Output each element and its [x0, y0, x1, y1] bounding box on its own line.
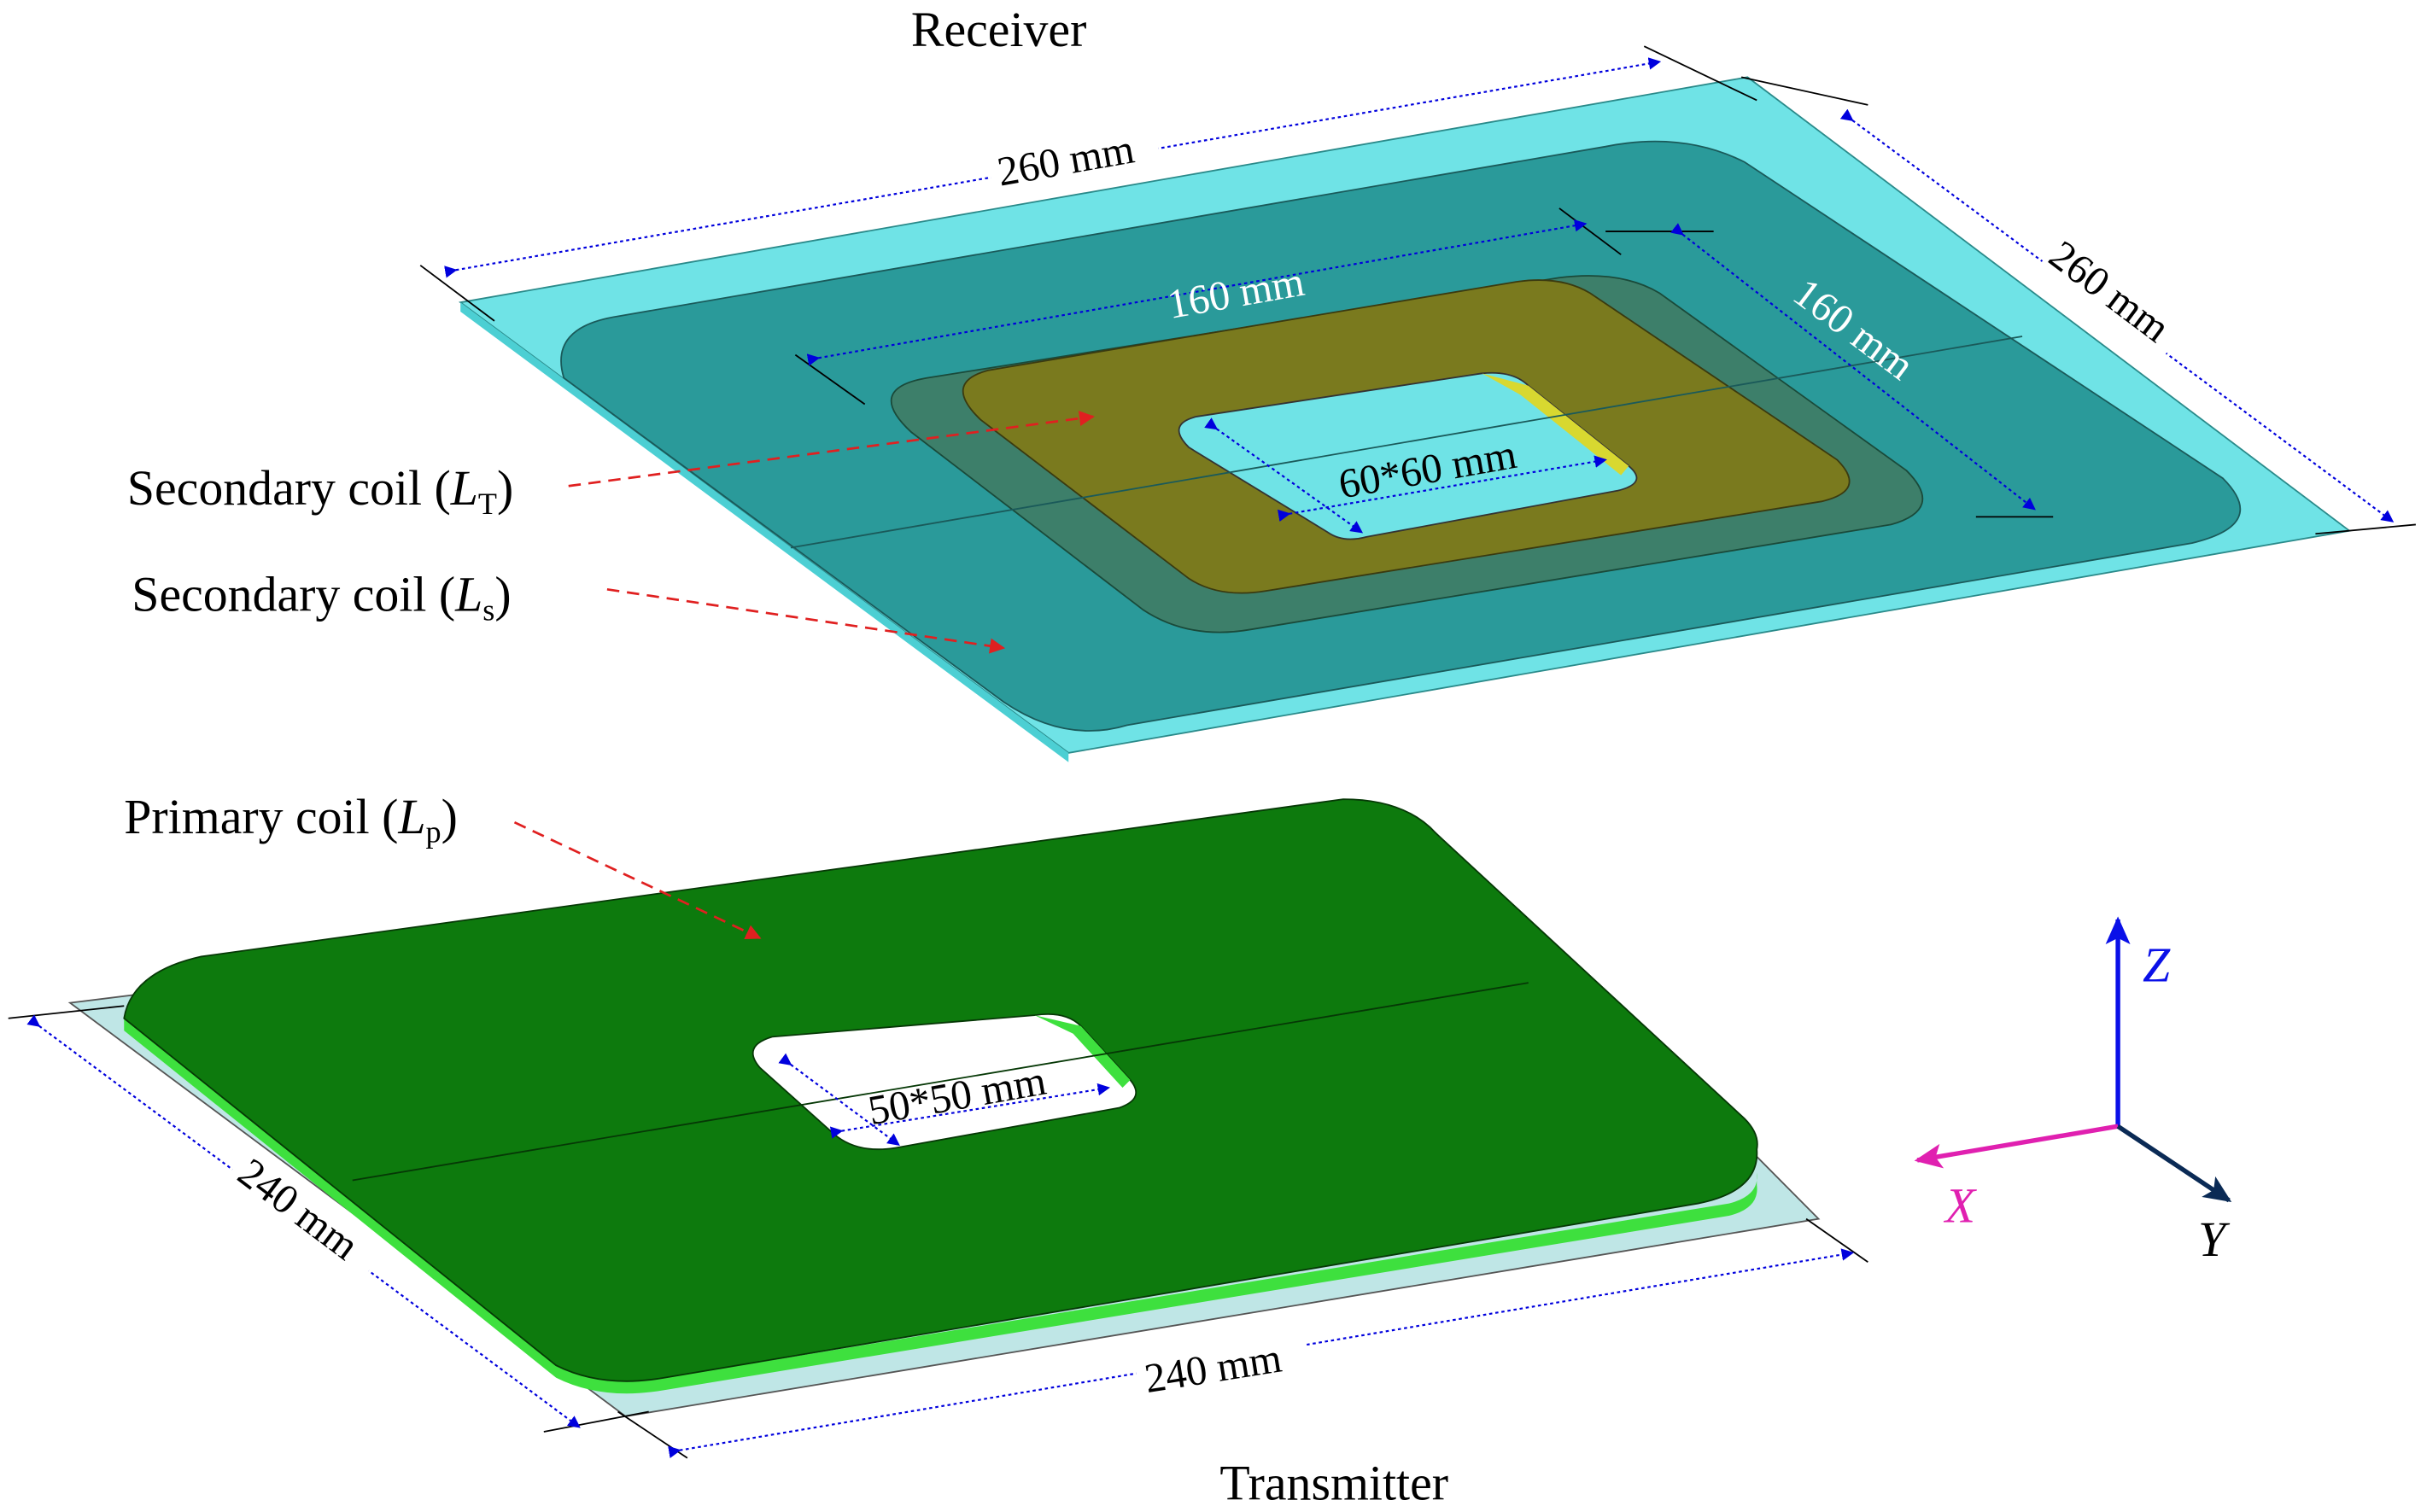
coordinate-axes: Z X Y: [1914, 916, 2232, 1267]
receiver-plate-side: [460, 302, 1069, 762]
label-primary-coil-lp: Primary coil (Lp): [124, 789, 458, 849]
transmitter-title: Transmitter: [1219, 1456, 1448, 1511]
label-secondary-coil-lt: Secondary coil (LT): [127, 460, 513, 521]
leader-lines: [513, 411, 1095, 939]
axis-y-label: Y: [2198, 1211, 2231, 1267]
dim-receiver-width: 260 mm: [994, 126, 1137, 195]
receiver-title: Receiver: [911, 2, 1086, 57]
axis-x-label: X: [1944, 1177, 1978, 1233]
hole-wall: [1482, 373, 1629, 476]
receiver-assembly: [458, 76, 2352, 762]
axis-x-arrow: [1914, 1124, 2119, 1169]
label-secondary-coil-ls: Secondary coil (Ls): [132, 567, 511, 628]
hole-wall: [1034, 1015, 1131, 1089]
axis-z-label: Z: [2143, 937, 2171, 992]
dim-transmitter-width: 240 mm: [1142, 1334, 1285, 1402]
axis-y-arrow: [2116, 1124, 2232, 1203]
